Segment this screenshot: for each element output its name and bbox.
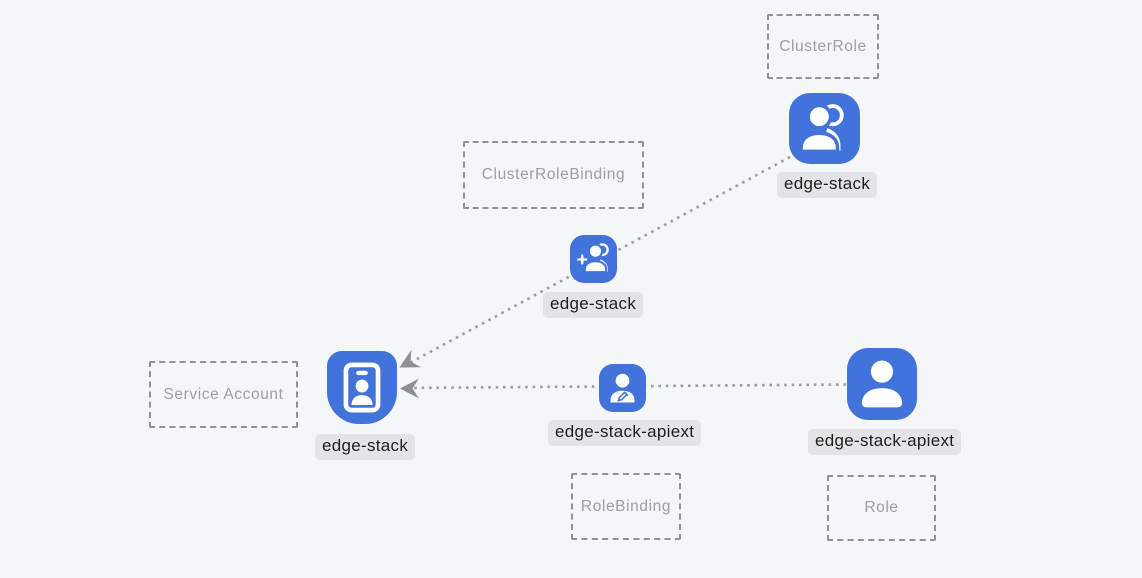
node-label-chip: edge-stack xyxy=(315,434,416,460)
type-box-role-binding-label: RoleBinding xyxy=(580,497,672,515)
group-icon xyxy=(799,103,844,154)
person-add-icon xyxy=(577,243,609,274)
node-label-chip: edge-stack-apiext xyxy=(548,420,702,446)
type-box-service-account-label: Service Account xyxy=(163,385,284,403)
type-box-role-binding: RoleBinding xyxy=(571,473,681,540)
type-box-role-label: Role xyxy=(864,499,899,516)
node-label-chip: edge-stack-apiext xyxy=(808,429,962,455)
node-label-chip: edge-stack xyxy=(543,292,644,318)
node-role-binding-edge-stack-apiext[interactable] xyxy=(599,364,646,412)
dotted-edge-clusterrole-to-serviceaccount xyxy=(405,155,791,367)
type-box-cluster-role-binding: ClusterRoleBinding xyxy=(463,141,644,209)
node-service-account-edge-stack[interactable] xyxy=(327,351,397,424)
node-role-edge-stack-apiext[interactable] xyxy=(847,348,917,420)
arrowhead-diagonal xyxy=(399,349,421,368)
type-box-cluster-role-binding-label: ClusterRoleBinding xyxy=(481,166,626,183)
person-edit-icon xyxy=(610,373,635,403)
id-badge-icon xyxy=(343,362,381,413)
arrowhead-horizontal xyxy=(400,378,419,399)
type-box-cluster-role-label: ClusterRole xyxy=(779,37,867,55)
type-box-role: Role xyxy=(827,475,936,541)
person-icon xyxy=(861,360,903,408)
node-cluster-role-binding-edge-stack[interactable] xyxy=(570,235,617,283)
type-box-service-account: Service Account xyxy=(149,361,298,428)
type-box-cluster-role: ClusterRole xyxy=(767,14,879,79)
node-label-chip: edge-stack xyxy=(777,172,878,198)
node-cluster-role-edge-stack[interactable] xyxy=(789,93,860,164)
